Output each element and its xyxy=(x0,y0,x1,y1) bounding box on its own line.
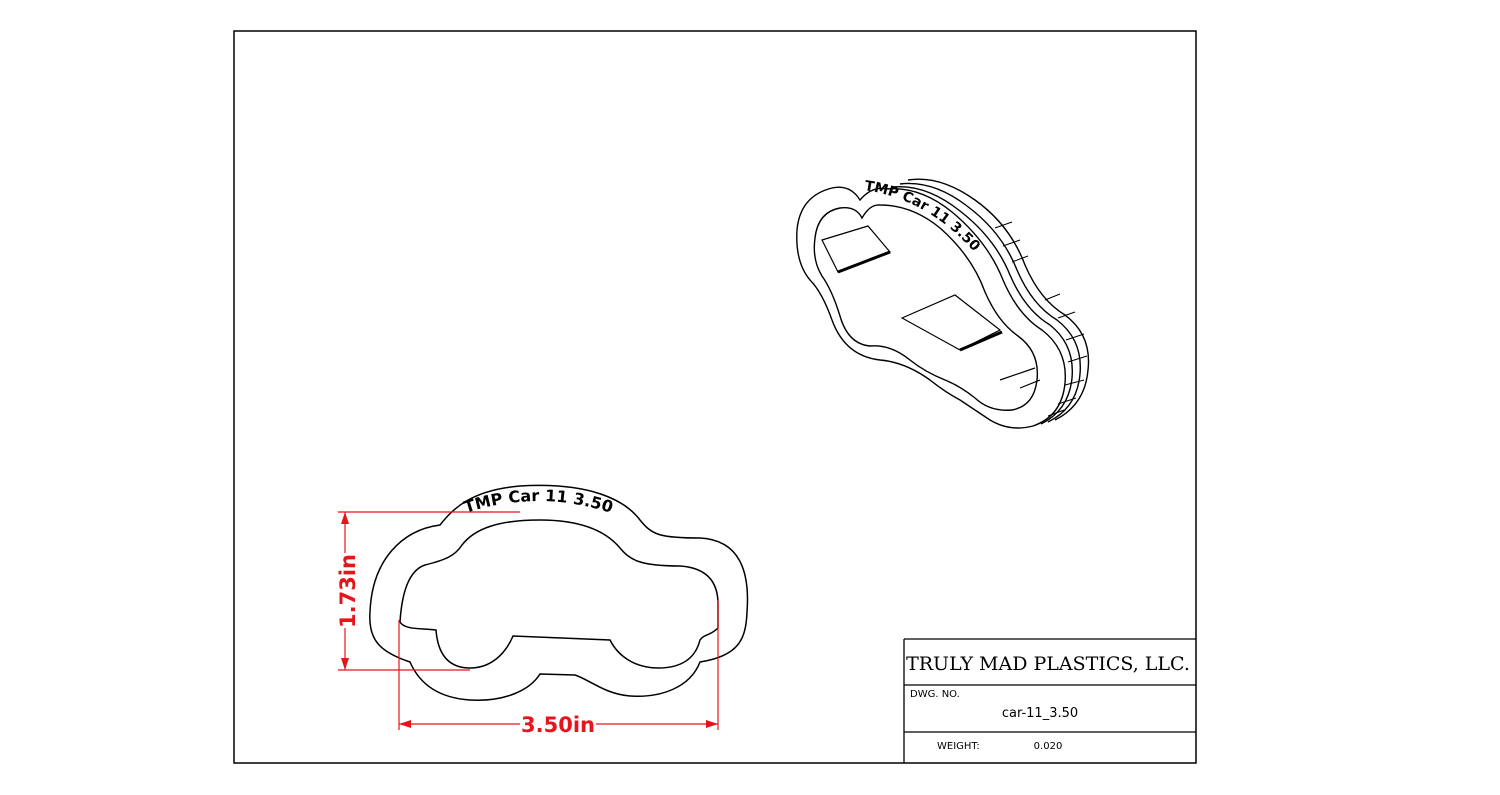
iso-back-edge xyxy=(907,178,1090,421)
iso-inner-face-right xyxy=(900,294,1002,351)
width-dimension-label: 3.50in xyxy=(521,713,595,737)
dwg-no-value: car-11_3.50 xyxy=(1002,706,1078,721)
cutter-outer-outline xyxy=(369,484,749,701)
title-block xyxy=(903,638,1196,763)
weight-label: WEIGHT: xyxy=(937,741,980,752)
height-dimension-label: 1.73in xyxy=(336,554,360,628)
isometric-view xyxy=(796,178,1090,429)
sheet-border xyxy=(233,30,1197,764)
iso-inner-rim xyxy=(813,204,1039,411)
company-name: TRULY MAD PLASTICS, LLC. xyxy=(906,653,1190,675)
dwg-no-label: DWG. NO. xyxy=(910,689,960,700)
cutter-inner-outline xyxy=(399,519,719,669)
dimension-lines xyxy=(338,511,719,730)
front-view xyxy=(369,484,749,701)
iso-outer-rim xyxy=(796,186,1066,429)
weight-value: 0.020 xyxy=(1034,741,1063,752)
